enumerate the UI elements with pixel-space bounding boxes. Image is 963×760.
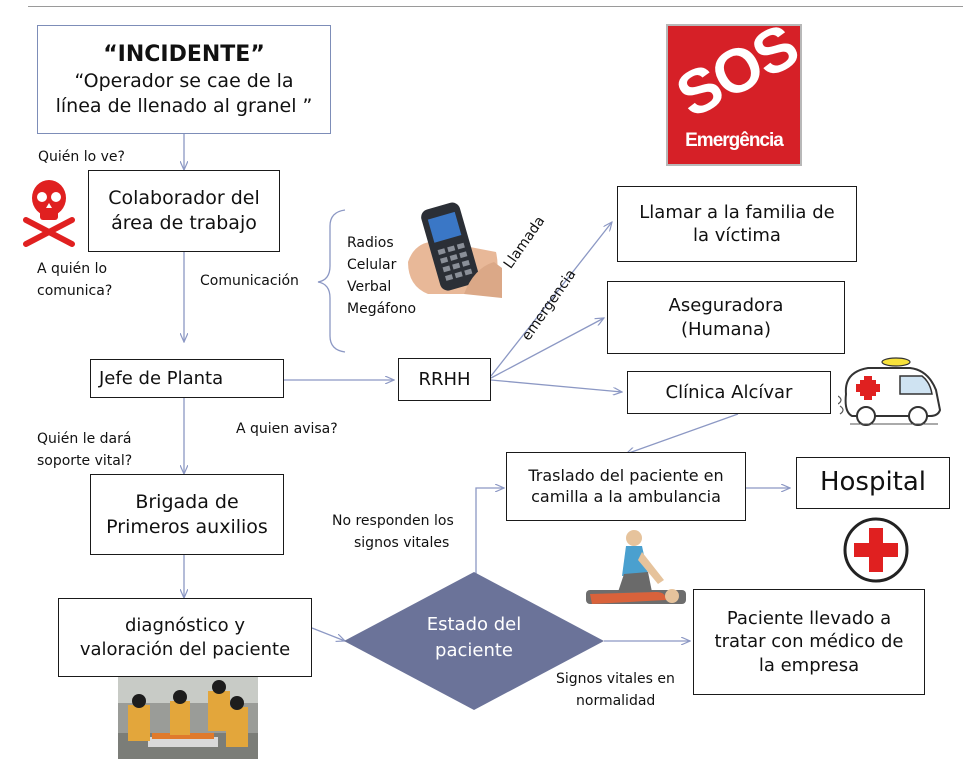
skull-crossbones-icon xyxy=(23,180,75,247)
sos-logo-text: SOS xyxy=(666,24,802,132)
colaborador-line-1: Colaborador del xyxy=(108,187,260,210)
estado-diamond xyxy=(344,572,604,710)
rrhh-box: RRHH xyxy=(398,358,491,401)
who-told-label-1: A quién lo xyxy=(37,261,108,277)
incident-line-2: línea de llenado al granel ” xyxy=(55,94,313,117)
rrhh-label: RRHH xyxy=(418,368,471,390)
cellphone-hand-image xyxy=(408,202,502,298)
traslado-line-2: camilla a la ambulancia xyxy=(531,486,721,506)
colaborador-box: Colaborador del área de trabajo xyxy=(88,170,280,252)
familia-line-2: la víctima xyxy=(693,225,781,246)
ambulance-icon xyxy=(838,357,942,426)
brigada-line-1: Brigada de xyxy=(135,490,239,513)
diagnostico-box: diagnóstico y valoración del paciente xyxy=(58,598,312,677)
jefe-box: Jefe de Planta xyxy=(90,359,284,398)
no-response-label-1: No responden los xyxy=(332,513,454,529)
who-told-label-2: comunica? xyxy=(37,283,113,299)
incident-line-1: “Operador se cae de la xyxy=(74,70,294,93)
arrow-clinica-to-traslado xyxy=(626,413,739,454)
familia-line-1: Llamar a la familia de xyxy=(639,201,835,223)
normal-signs-label-1: Signos vitales en xyxy=(556,671,675,687)
no-response-label-2: signos vitales xyxy=(354,535,450,551)
comm-brace-left xyxy=(317,209,346,353)
incident-box: “INCIDENTE” “Operador se cae de la línea… xyxy=(37,25,331,134)
comm-methods-list: Radios Celular Verbal Megáfono xyxy=(347,232,416,320)
brigada-box: Brigada de Primeros auxilios xyxy=(90,474,284,555)
aseguradora-line-2: (Humana) xyxy=(681,318,771,340)
estado-line-1: Estado del xyxy=(426,614,522,635)
diagnostico-line-1: diagnóstico y xyxy=(124,615,246,637)
incident-title: “INCIDENTE” xyxy=(103,41,265,67)
traslado-line-1: Traslado del paciente en xyxy=(528,465,724,485)
estado-label: Estado del paciente xyxy=(394,612,554,664)
red-cross-icon xyxy=(843,517,909,583)
brigada-line-2: Primeros auxilios xyxy=(106,515,268,538)
sos-logo-subtitle: Emergência xyxy=(685,130,784,151)
top-divider xyxy=(28,6,963,7)
clinica-label: Clínica Alcívar xyxy=(665,381,793,403)
estado-line-2: paciente xyxy=(435,640,513,662)
colaborador-line-2: área de trabajo xyxy=(111,212,257,234)
communication-label: Comunicación xyxy=(200,273,299,289)
cpr-illustration xyxy=(586,530,686,604)
arrow-estado-to-traslado xyxy=(475,488,504,580)
arrow-diagnostico-to-estado xyxy=(311,627,345,641)
arrow-rrhh-to-aseguradora xyxy=(490,318,604,379)
familia-box: Llamar a la familia de la víctima xyxy=(617,186,857,262)
vital-support-label-1: Quién le dará xyxy=(37,431,132,447)
paciente-medico-line-3: la empresa xyxy=(758,654,860,676)
vital-support-label-2: soporte vital? xyxy=(37,453,133,469)
comm-method-celular: Celular xyxy=(347,257,397,273)
jefe-label: Jefe de Planta xyxy=(99,367,224,389)
diagnostico-line-2: valoración del paciente xyxy=(79,638,291,660)
arrow-rrhh-to-clinica xyxy=(490,379,622,392)
comm-method-verbal: Verbal xyxy=(347,279,392,295)
normal-signs-label-2: normalidad xyxy=(576,693,656,709)
paciente-medico-box: Paciente llevado a tratar con médico de … xyxy=(693,589,925,695)
paciente-medico-line-1: Paciente llevado a xyxy=(726,607,892,629)
rescue-team-photo xyxy=(118,677,258,759)
aseguradora-line-1: Aseguradora xyxy=(668,295,784,317)
hospital-box: Hospital xyxy=(796,457,950,509)
aseguradora-box: Aseguradora (Humana) xyxy=(607,281,845,354)
whom-notify-label: A quien avisa? xyxy=(236,421,338,437)
comm-method-megafono: Megáfono xyxy=(347,301,417,317)
who-sees-label: Quién lo ve? xyxy=(38,149,125,165)
sos-emergencia-logo: SOS Emergência xyxy=(666,24,802,166)
clinica-box: Clínica Alcívar xyxy=(627,371,831,414)
hospital-label: Hospital xyxy=(819,467,927,498)
paciente-medico-line-2: tratar con médico de xyxy=(714,631,904,653)
traslado-box: Traslado del paciente en camilla a la am… xyxy=(506,452,746,521)
arrow-rrhh-to-familia xyxy=(490,222,612,377)
comm-method-radios: Radios xyxy=(347,235,394,251)
